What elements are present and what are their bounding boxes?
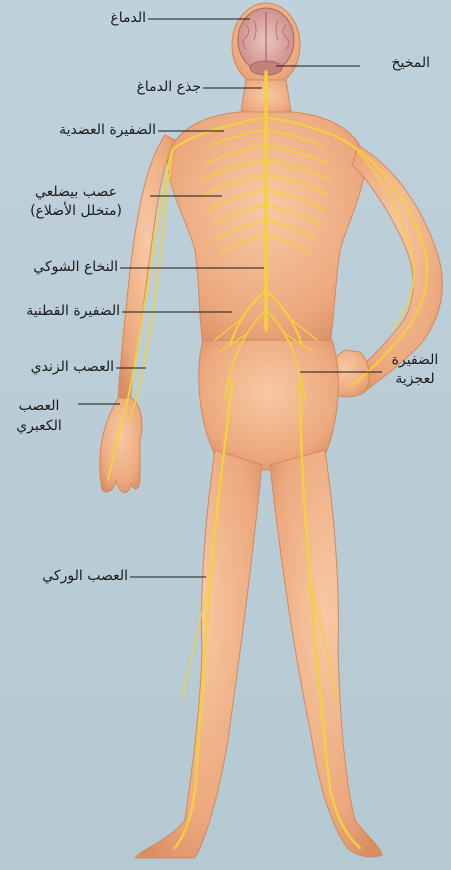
label-brain: الدماغ <box>76 10 146 27</box>
label-sacral-line2: لعجزية <box>380 371 450 388</box>
label-brachial-plexus: الضفيرة العضدية <box>18 122 156 139</box>
label-spinal-cord: النخاع الشوكي <box>4 259 118 276</box>
label-cerebellum: المخيخ <box>362 55 430 72</box>
label-sacral-line1: الضفيرة <box>380 352 450 369</box>
label-brainstem: جذع الدماغ <box>100 79 201 96</box>
label-radial-line1: العصب <box>4 398 74 415</box>
label-intercostal-line1: عصب بيضلعي <box>2 184 150 201</box>
label-lumbar-plexus: الضفيرة القطنية <box>4 303 120 320</box>
label-intercostal-line2: (متخلل الأضلاع) <box>2 203 150 220</box>
label-ulnar-nerve: العصب الزندي <box>2 359 114 376</box>
label-sciatic-nerve: العصب الوركي <box>4 568 128 585</box>
label-radial-line2: الكعبري <box>4 418 74 435</box>
